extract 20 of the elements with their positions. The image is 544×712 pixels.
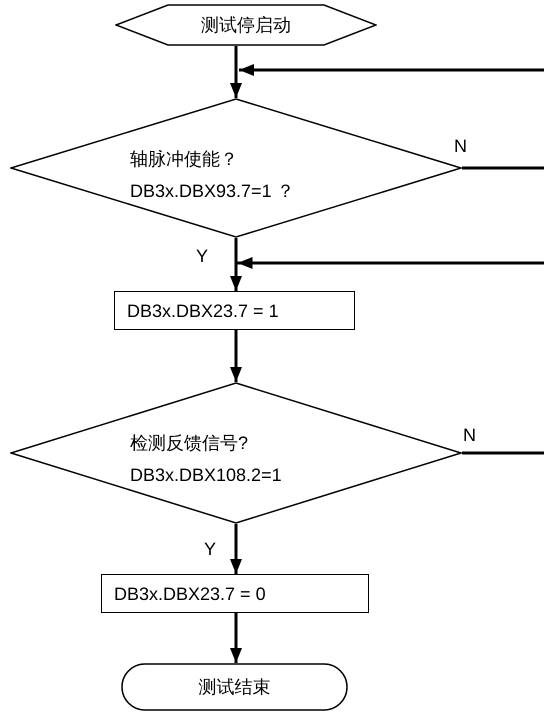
process-box: DB3x.DBX23.7 = 1 bbox=[114, 291, 355, 330]
decision-diamond bbox=[10, 382, 462, 524]
connector-line bbox=[462, 166, 544, 170]
condition-text: 轴脉冲使能？ bbox=[130, 148, 238, 170]
condition-text: DB3x.DBX93.7=1 ？ bbox=[130, 180, 295, 202]
arrow bbox=[230, 330, 242, 382]
process-box: DB3x.DBX23.7 = 0 bbox=[101, 574, 369, 613]
arrow bbox=[230, 613, 242, 663]
arrow bbox=[230, 46, 242, 98]
arrow bbox=[239, 64, 544, 76]
start-text: 测试停启动 bbox=[200, 14, 292, 36]
start-hexagon bbox=[115, 4, 377, 46]
condition-text: 检测反馈信号? bbox=[130, 432, 248, 454]
condition-text: DB3x.DBX108.2=1 bbox=[130, 464, 282, 486]
arrow bbox=[238, 257, 544, 269]
arrow bbox=[230, 238, 242, 291]
arrow bbox=[230, 524, 242, 574]
end-terminator bbox=[121, 663, 348, 711]
end-text: 测试结束 bbox=[198, 676, 272, 698]
connector-line bbox=[462, 452, 544, 454]
